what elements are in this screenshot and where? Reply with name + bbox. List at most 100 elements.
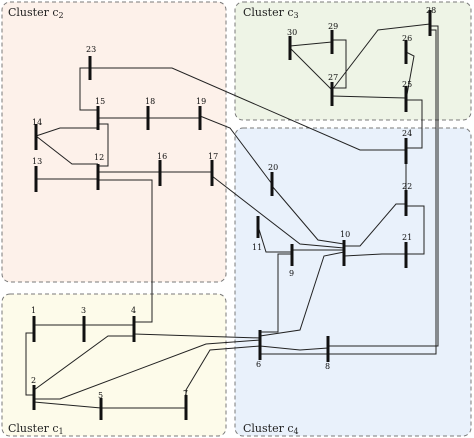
bus-23-label: 23 [86,45,96,54]
bus-14: 14 [32,118,42,150]
bus-7: 7 [183,389,188,420]
bus-20: 20 [268,163,278,196]
bus-8: 8 [325,336,330,371]
bus-15: 15 [95,97,105,130]
bus-28-label: 28 [426,6,436,15]
bus-22: 22 [402,182,412,216]
bus-4: 4 [131,306,136,342]
cluster-label-main: Cluster c [243,6,294,19]
line-2-6 [34,339,261,400]
bus-18-label: 18 [145,97,155,106]
bus-20-label: 20 [268,163,278,172]
line-27-29 [332,39,347,89]
cluster-c4-label: Cluster c4 [243,422,299,436]
cluster-c1-box [1,293,227,437]
cluster-label-main: Cluster c [243,422,294,435]
bus-24-label: 24 [402,129,412,138]
cluster-c4-box [234,127,472,437]
line-10-22 [344,203,406,247]
bus-6: 6 [256,330,262,369]
line-25-27 [331,95,407,99]
cluster-c1: Cluster c1 [1,293,227,437]
cluster-c2: Cluster c2 [1,1,227,283]
bus-15-label: 15 [95,97,105,106]
bus-27: 27 [328,73,338,106]
bus-2-label: 2 [31,376,36,385]
bus-9: 9 [289,244,294,278]
bus-17-label: 17 [208,152,218,161]
lines-layer [25,23,439,409]
line-2-4 [33,335,134,391]
line-28-27 [331,23,431,91]
line-9-11 [257,225,292,253]
line-4-12 [98,179,153,323]
bus-12-label: 12 [94,153,104,162]
cluster-c3-label: Cluster c3 [243,6,299,20]
cluster-label-sub: 2 [59,11,64,20]
bus-4-label: 4 [131,306,136,315]
bus-21-label: 21 [402,233,412,242]
bus-18: 18 [145,97,155,130]
bus-9-label: 9 [289,269,294,278]
bus-8-label: 8 [325,362,330,371]
line-29-30 [289,41,333,47]
bus-11: 11 [252,216,262,252]
bus-14-label: 14 [32,118,42,127]
line-4-6 [133,333,261,339]
cluster-label-sub: 1 [59,427,64,436]
bus-27-label: 27 [328,73,338,82]
cluster-label-main: Cluster c [8,6,59,19]
bus-21: 21 [402,233,412,268]
bus-25-label: 25 [402,80,412,89]
bus-16-label: 16 [157,152,167,161]
bus-28: 28 [426,6,436,36]
line-25-26 [405,51,415,101]
bus-26-label: 26 [402,34,412,43]
bus-23: 23 [86,45,96,80]
bus-7-label: 7 [183,389,188,398]
cluster-c3-box [234,1,472,121]
cluster-c4: Cluster c4 [234,127,472,437]
bus-17: 17 [208,152,218,186]
bus-10-label: 10 [340,230,350,239]
bus-1-label: 1 [31,306,36,315]
line-10-21 [343,253,406,257]
line-14-15 [35,127,98,137]
cluster-c2-box [1,1,227,283]
line-6-28 [260,29,437,355]
bus-29-label: 29 [328,22,338,31]
bus-19: 19 [196,97,206,130]
line-12-15 [98,123,109,167]
bus-24: 24 [402,129,412,164]
bus-29: 29 [328,22,338,54]
bus-2: 2 [31,376,36,410]
cluster-label-sub: 3 [294,11,299,20]
cluster-label-sub: 4 [294,427,299,436]
cluster-label-main: Cluster c [8,422,59,435]
bus-3-label: 3 [81,306,86,315]
cluster-c1-label: Cluster c1 [8,422,64,436]
line-21-22 [406,205,425,255]
bus-1: 1 [31,306,36,342]
line-2-5 [33,401,102,409]
bus-11-label: 11 [252,243,262,252]
bus-16: 16 [157,152,167,186]
line-19-20 [199,115,273,185]
bus-30: 30 [287,28,297,60]
line-6-10 [259,251,345,337]
line-27-30 [289,47,333,91]
bus-13: 13 [32,157,42,192]
cluster-c3: Cluster c3 [234,1,472,121]
line-10-20 [271,185,345,245]
bus-5: 5 [98,391,103,420]
line-12-14 [35,135,98,165]
line-10-17 [211,175,345,249]
bus-26: 26 [402,34,412,64]
bus-10: 10 [340,230,350,266]
bus-13-label: 13 [32,157,42,166]
bus-25: 25 [402,80,412,112]
line-1-2 [25,332,34,396]
bus-30-label: 30 [287,28,297,37]
